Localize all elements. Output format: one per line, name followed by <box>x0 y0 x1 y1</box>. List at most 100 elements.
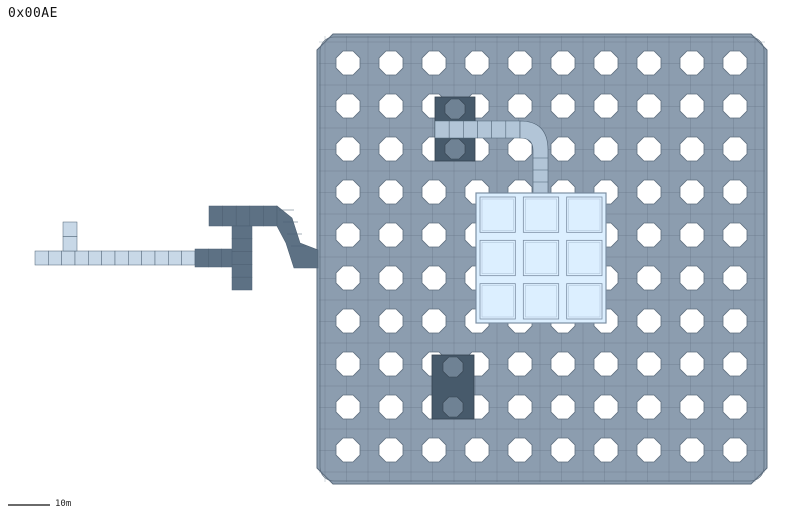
floor-hole <box>679 50 705 76</box>
external-corridor-tile <box>61 250 76 266</box>
shaft-opening <box>444 138 466 160</box>
floor-hole <box>722 136 748 162</box>
floor-hole <box>722 222 748 248</box>
external-corridor-tile <box>154 250 169 266</box>
floor-hole <box>335 265 361 291</box>
room-cell <box>566 239 603 277</box>
map-title: 0x00AE <box>8 6 58 21</box>
room-cell <box>566 283 603 320</box>
floor-hole <box>679 179 705 205</box>
shaft-opening <box>442 396 464 418</box>
floor-hole <box>636 93 662 119</box>
room-cell-inset <box>481 285 514 318</box>
shaft-opening <box>442 356 464 378</box>
connector-tile <box>231 225 253 240</box>
connector-tile <box>231 276 253 291</box>
room-cell <box>479 283 516 320</box>
floor-hole <box>421 265 447 291</box>
external-corridor-tile <box>88 250 102 266</box>
floor-hole <box>378 351 404 377</box>
floor-hole <box>378 394 404 420</box>
floor-hole <box>679 93 705 119</box>
floor-hole <box>507 394 533 420</box>
floor-hole <box>421 179 447 205</box>
floor-hole <box>679 351 705 377</box>
room-cell <box>479 196 516 233</box>
scale-label: 10m <box>55 499 72 509</box>
floor-hole <box>550 50 576 76</box>
connector-tile <box>235 205 251 227</box>
floor-hole <box>679 437 705 463</box>
shaft-opening <box>444 98 466 120</box>
floor-hole <box>593 351 619 377</box>
floor-hole <box>722 265 748 291</box>
room-cell-inset <box>481 198 514 231</box>
floor-hole <box>593 50 619 76</box>
floor-hole <box>464 50 490 76</box>
external-spur-tile <box>62 221 78 237</box>
floor-hole <box>593 394 619 420</box>
external-corridor-tile <box>74 250 89 266</box>
floor-hole <box>550 351 576 377</box>
connector-tile <box>249 205 264 227</box>
floor-hole <box>636 394 662 420</box>
floor-hole <box>722 394 748 420</box>
connector-tile <box>231 251 253 265</box>
floor-hole <box>378 265 404 291</box>
floor-hole <box>679 222 705 248</box>
external-corridor-tile <box>48 250 62 266</box>
external-spur-tile <box>62 236 78 252</box>
external-corridor-tile <box>141 250 156 266</box>
floor-hole <box>722 93 748 119</box>
floor-hole <box>679 265 705 291</box>
external-corridor-tile <box>114 250 129 266</box>
room-cell <box>479 239 516 277</box>
floor-hole <box>636 179 662 205</box>
room-cell-inset <box>525 285 557 318</box>
internal-corridor-tile <box>448 120 464 139</box>
floor-hole <box>378 93 404 119</box>
floor-hole <box>378 136 404 162</box>
room-layer <box>475 192 607 324</box>
floor-hole <box>636 222 662 248</box>
floor-hole <box>421 222 447 248</box>
floor-hole <box>722 437 748 463</box>
external-corridor-tile <box>168 250 182 266</box>
connector-tile <box>208 205 223 227</box>
floor-hole <box>335 308 361 334</box>
floor-hole <box>507 136 533 162</box>
floor-hole <box>636 437 662 463</box>
internal-corridor-tile <box>505 120 521 139</box>
connector-tile <box>231 238 253 252</box>
floor-hole <box>636 308 662 334</box>
floor-hole <box>335 93 361 119</box>
room-cell <box>522 239 560 277</box>
room-cell-inset <box>525 242 557 274</box>
floor-hole <box>335 394 361 420</box>
internal-corridor-tile <box>434 120 450 139</box>
floor-hole <box>507 50 533 76</box>
floor-hole <box>335 351 361 377</box>
floor-hole <box>722 50 748 76</box>
internal-corridor-tile <box>463 120 478 139</box>
connector-tile <box>208 248 222 268</box>
floor-hole <box>378 308 404 334</box>
floor-hole <box>378 50 404 76</box>
connector-tile <box>231 264 253 278</box>
floor-hole <box>593 437 619 463</box>
floor-hole <box>507 351 533 377</box>
floor-hole <box>593 136 619 162</box>
floor-hole <box>378 437 404 463</box>
floor-hole <box>550 93 576 119</box>
room-cell-inset <box>568 285 601 318</box>
floor-hole <box>464 437 490 463</box>
floor-hole <box>378 179 404 205</box>
floor-hole <box>679 308 705 334</box>
external-corridor-tile <box>181 250 196 266</box>
floor-hole <box>550 136 576 162</box>
floor-hole <box>335 437 361 463</box>
floor-hole <box>335 136 361 162</box>
floor-hole <box>507 93 533 119</box>
room-cell-inset <box>568 198 601 231</box>
